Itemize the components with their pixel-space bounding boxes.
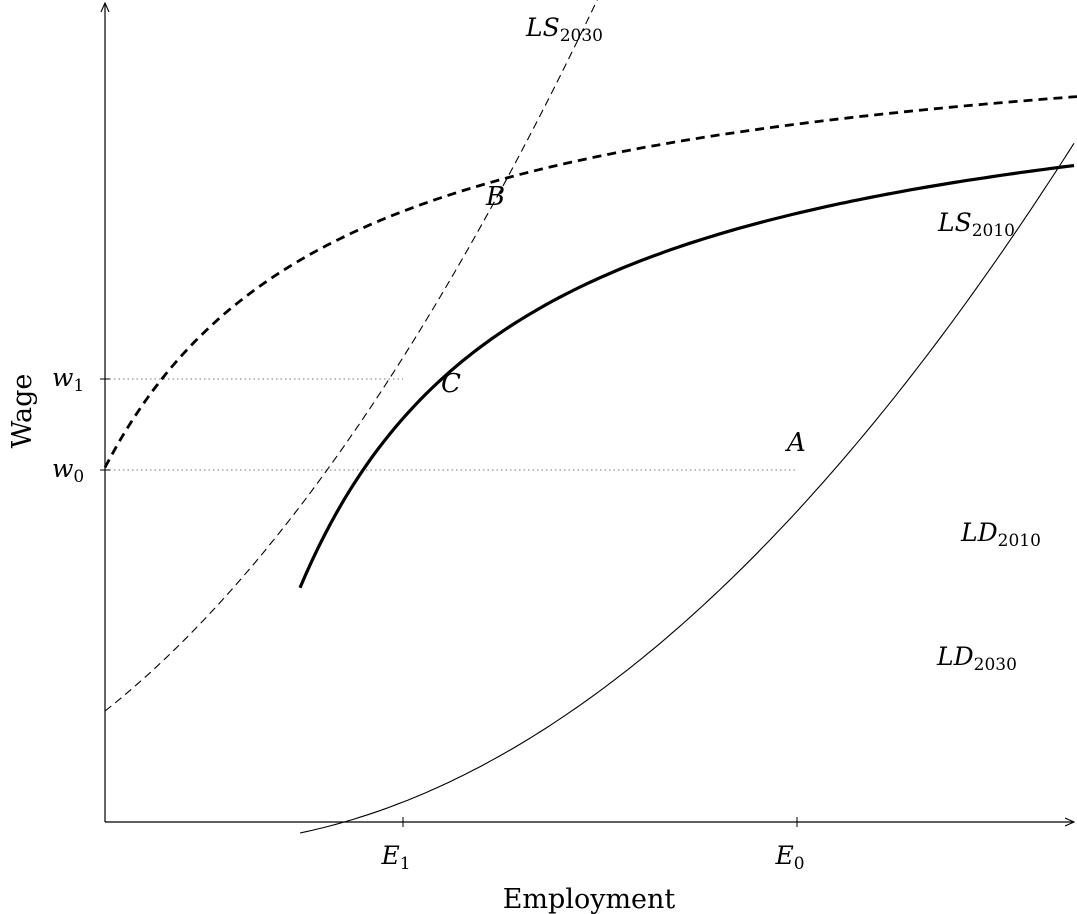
ls2010-label: LS2010	[937, 208, 1015, 241]
ls2030-label: LS2030	[525, 13, 603, 46]
point-label-b: B	[485, 182, 505, 212]
y-tick-label-w0: w0	[52, 454, 84, 487]
point-label-a: A	[785, 428, 806, 458]
x-axis-label: Employment	[503, 884, 676, 914]
ls2010-curve	[299, 143, 1075, 834]
x-tick-label-e1: E1	[380, 841, 410, 874]
point-label-c: C	[441, 369, 461, 399]
ld2010-curve	[298, 163, 1075, 589]
ld2010-label: LD2010	[960, 518, 1041, 551]
y-tick-label-w1: w1	[52, 363, 84, 396]
ld2030-label: LD2030	[936, 642, 1017, 675]
x-tick-label-e0: E0	[774, 841, 804, 874]
y-axis-label: Wage	[7, 374, 38, 449]
ls2030-curve	[104, 0, 598, 712]
